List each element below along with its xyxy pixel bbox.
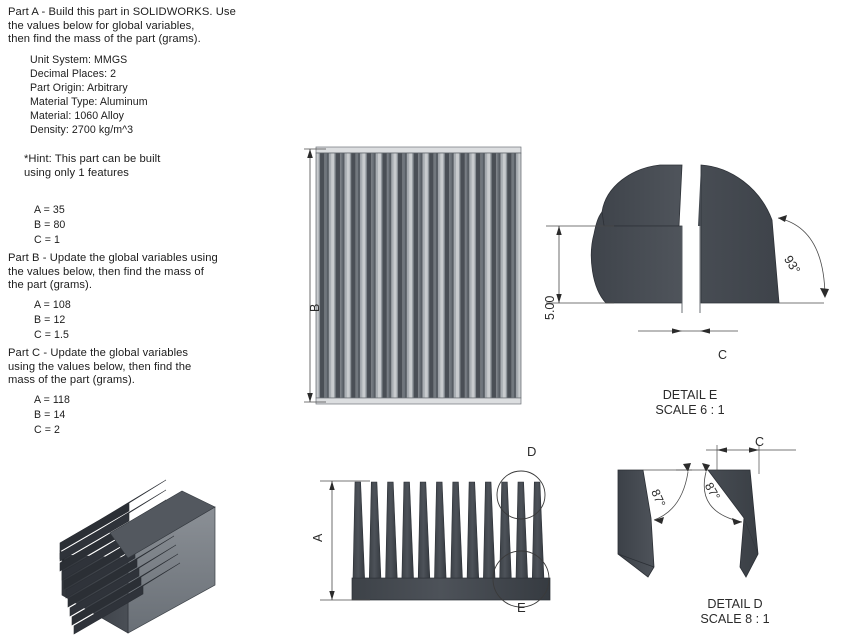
detail-d-drawing [617, 445, 796, 578]
part-a-var-b: B = 80 [34, 219, 66, 231]
setting-material: Material: 1060 Alloy [30, 110, 125, 122]
setting-part-origin: Part Origin: Arbitrary [30, 82, 128, 94]
part-a-var-c: C = 1 [34, 234, 61, 246]
part-c-var-a: A = 118 [34, 394, 71, 406]
detail-e-gap-dimension: C [718, 348, 728, 362]
detail-e-caption: DETAIL E SCALE 6 : 1 [655, 388, 725, 417]
detail-d-caption: DETAIL D SCALE 8 : 1 [700, 597, 770, 626]
callout-letter-e: E [517, 600, 526, 615]
setting-decimal-places: Decimal Places: 2 [30, 68, 117, 80]
dimension-label-a: A [311, 533, 325, 542]
part-b-heading: Part B - Update the global variables usi… [8, 252, 218, 292]
detail-e-drawing [546, 164, 829, 334]
setting-unit-system: Unit System: MMGS [30, 54, 128, 66]
part-b-var-b: B = 12 [34, 314, 66, 326]
part-c-heading: Part C - Update the global variables usi… [8, 347, 192, 387]
setting-material-type: Material Type: Aluminum [30, 96, 148, 108]
setting-density: Density: 2700 kg/m^3 [30, 124, 134, 136]
part-a-var-a: A = 35 [34, 204, 65, 216]
isometric-heatsink-view [59, 479, 216, 635]
part-c-var-c: C = 2 [34, 424, 61, 436]
callout-letter-d: D [527, 444, 537, 459]
front-fin-view [320, 470, 551, 608]
detail-d-gap-dimension: C [755, 435, 765, 449]
part-a-heading: Part A - Build this part in SOLIDWORKS. … [8, 6, 236, 46]
top-plan-view [304, 146, 522, 405]
dimension-label-b: B [308, 303, 322, 312]
part-b-var-a: A = 108 [34, 299, 71, 311]
part-b-var-c: C = 1.5 [34, 329, 70, 341]
part-c-var-b: B = 14 [34, 409, 66, 421]
detail-e-height-dimension: 5.00 [543, 295, 557, 320]
part-a-hint: *Hint: This part can be built using only… [24, 153, 161, 179]
